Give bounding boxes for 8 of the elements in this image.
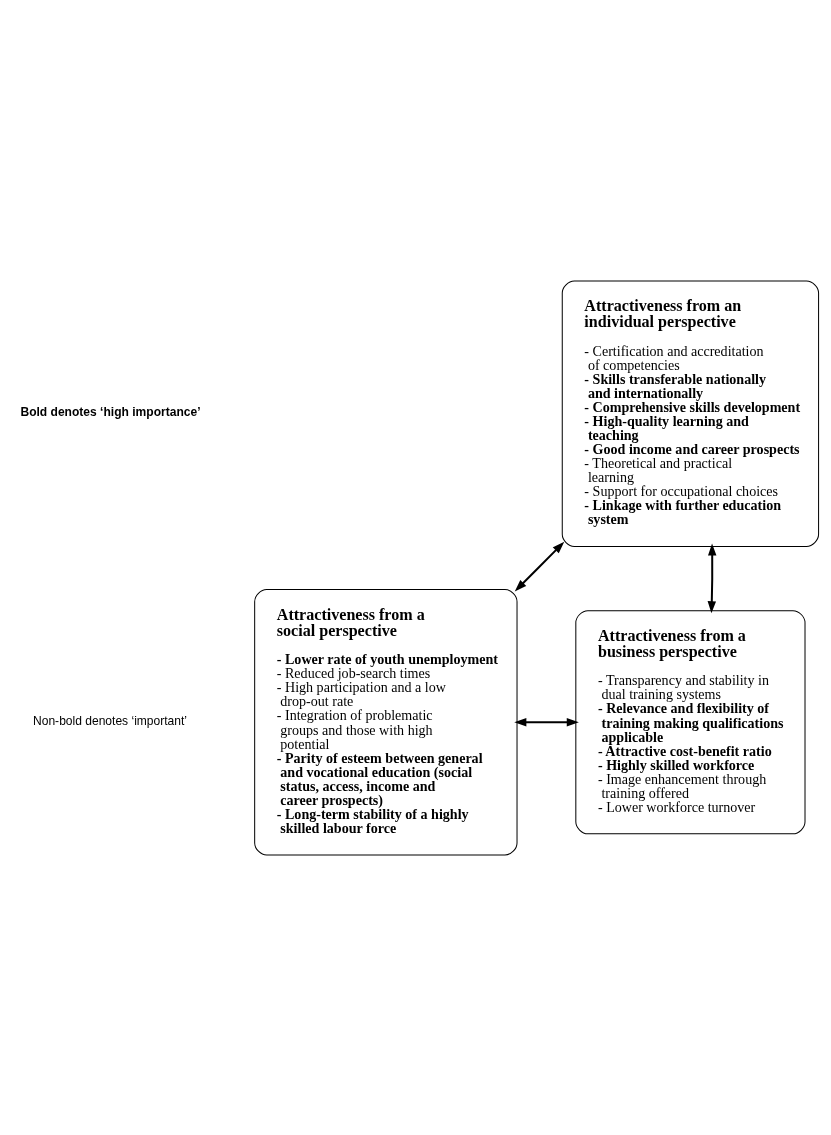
arrow (514, 541, 565, 591)
label: Bold denotes ‘high importance’ (20, 404, 201, 419)
node-box: Attractiveness from a social perspective - Lower rate of youth unemployment - Reduced job-search times - High participation and a low drop-out rate - Integration of problematic groups and those with high potential - Parity of esteem between general and vocational education (social status, access, income and career prospects) - Long-term stability of a highly skilled labour force (254, 588, 518, 855)
label: Non-bold denotes ‘important’ (33, 713, 188, 728)
node-box: Attractiveness from an individual perspective - Certification and accreditation of competencies - Skills transferable nationally and internationally - Comprehensive skills development - High-quality learning and teaching - Good income and career prospects - Theoretical and practical learning - Support for occupational choices - Linkage with further education system (561, 280, 820, 547)
arrow (514, 717, 579, 727)
arrow (707, 542, 717, 613)
node-box: Attractiveness from a business perspective - Transparency and stability in dual training systems - Relevance and flexibility of training making qualifications applicable - Attractive cost-benefit ratio - Highly skilled workforce - Image enhancement through training offered - Lower workforce turnover (575, 609, 806, 834)
